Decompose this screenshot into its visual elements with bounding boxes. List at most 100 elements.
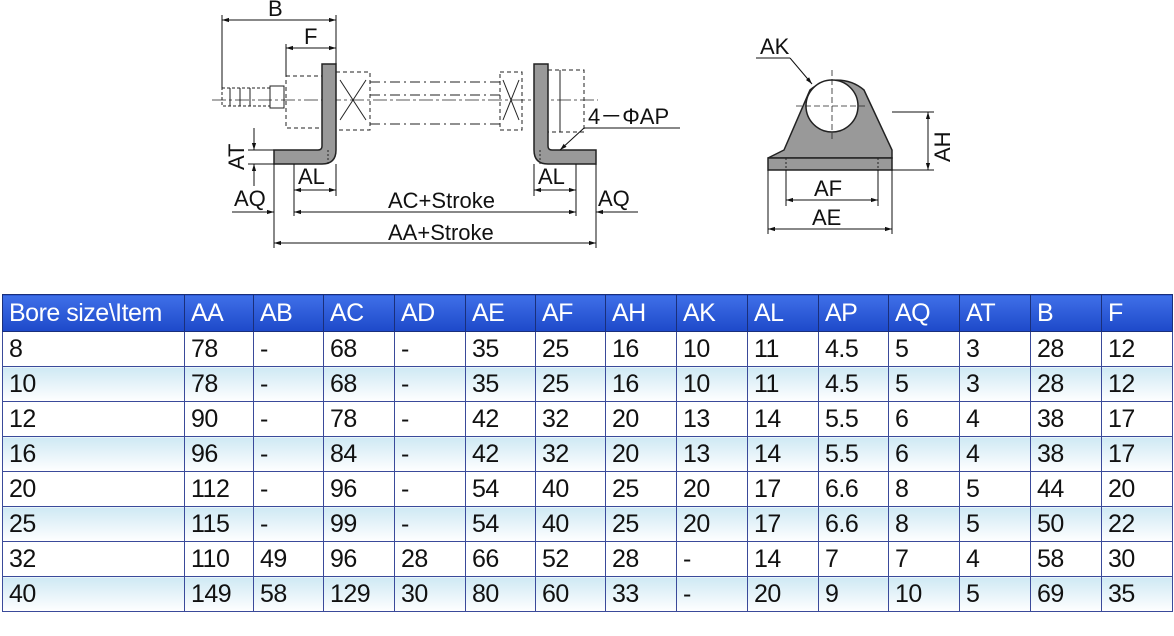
table-cell: 60 [535, 576, 606, 612]
table-cell: 3 [959, 366, 1031, 402]
table-cell: 7 [888, 541, 960, 577]
table-cell: 96 [323, 541, 395, 577]
table-cell: 84 [323, 436, 395, 472]
header-cell: AQ [888, 294, 960, 332]
header-cell: AH [605, 294, 677, 332]
label-AQ-left: AQ [234, 186, 266, 211]
table-cell: 5 [959, 471, 1031, 507]
table-cell: 35 [465, 366, 536, 402]
table-cell: 38 [1030, 436, 1102, 472]
table-header-row: Bore size\Item AA AB AC AD AE AF AH AK A… [2, 294, 1173, 332]
table-cell: 6 [888, 401, 960, 437]
table-cell: 30 [394, 576, 466, 612]
label-B: B [268, 0, 283, 21]
table-cell: 7 [818, 541, 889, 577]
table-cell: 90 [184, 401, 254, 437]
table-cell: 32 [535, 401, 606, 437]
table-cell: 20 [676, 506, 748, 542]
table-cell: 28 [1030, 331, 1102, 367]
table-cell: 20 [676, 471, 748, 507]
table-cell: - [394, 436, 466, 472]
table-cell: - [253, 506, 324, 542]
table-cell: 11 [747, 331, 819, 367]
table-cell: 22 [1101, 506, 1173, 542]
table-cell: 20 [605, 401, 677, 437]
table-cell: 5.5 [818, 436, 889, 472]
table-cell: - [394, 331, 466, 367]
table-cell: - [676, 541, 748, 577]
table-cell: 5.5 [818, 401, 889, 437]
table-cell: 9 [818, 576, 889, 612]
table-cell: 8 [888, 506, 960, 542]
end-view [767, 70, 893, 171]
table-cell: 96 [323, 471, 395, 507]
table-cell: 25 [535, 331, 606, 367]
table-cell: 5 [959, 576, 1031, 612]
table-cell: 32 [535, 436, 606, 472]
header-cell: AE [465, 294, 536, 332]
label-F: F [304, 24, 317, 49]
table-cell: 5 [959, 506, 1031, 542]
table-cell: 28 [1030, 366, 1102, 402]
table-cell: 10 [676, 331, 748, 367]
table-cell: - [394, 506, 466, 542]
table-cell: 115 [184, 506, 254, 542]
table-cell: 129 [323, 576, 395, 612]
table-cell: 50 [1030, 506, 1102, 542]
dimension-table: Bore size\Item AA AB AC AD AE AF AH AK A… [2, 294, 1173, 612]
end-view-dimensions [756, 57, 934, 234]
table-cell: - [253, 436, 324, 472]
table-cell: 35 [1101, 576, 1173, 612]
table-cell: 38 [1030, 401, 1102, 437]
table-cell: 8 [2, 331, 185, 367]
label-AC-stroke: AC+Stroke [388, 188, 495, 213]
table-cell: 66 [465, 541, 536, 577]
table-cell: 20 [1101, 471, 1173, 507]
table-cell: 40 [2, 576, 185, 612]
table-cell: 12 [1101, 331, 1173, 367]
label-AE: AE [812, 205, 841, 230]
header-cell: AA [184, 294, 254, 332]
table-cell: - [676, 576, 748, 612]
header-cell: AB [253, 294, 324, 332]
table-cell: 149 [184, 576, 254, 612]
table-cell: 14 [747, 436, 819, 472]
table-cell: 68 [323, 366, 395, 402]
table-cell: 17 [747, 506, 819, 542]
table-cell: 78 [184, 366, 254, 402]
table-cell: 12 [2, 401, 185, 437]
table-cell: 35 [465, 331, 536, 367]
table-cell: 13 [676, 436, 748, 472]
label-AK: AK [760, 34, 790, 59]
table-cell: 4 [959, 541, 1031, 577]
table-cell: 25 [2, 506, 185, 542]
header-cell: AF [535, 294, 606, 332]
table-cell: 40 [535, 506, 606, 542]
table-cell: 11 [747, 366, 819, 402]
header-cell: AD [394, 294, 466, 332]
table-cell: 6.6 [818, 506, 889, 542]
table-cell: 14 [747, 541, 819, 577]
table-cell: 32 [2, 541, 185, 577]
table-cell: 10 [2, 366, 185, 402]
table-cell: 12 [1101, 366, 1173, 402]
table-cell: 28 [394, 541, 466, 577]
table-cell: 5 [888, 366, 960, 402]
table-cell: 112 [184, 471, 254, 507]
table-cell: 49 [253, 541, 324, 577]
label-AT: AT [224, 144, 249, 170]
header-cell: AC [323, 294, 395, 332]
table-cell: 10 [676, 366, 748, 402]
table-cell: - [394, 471, 466, 507]
left-foot-bracket [273, 63, 337, 165]
table-cell: - [253, 366, 324, 402]
table-cell: 96 [184, 436, 254, 472]
label-AL-right: AL [538, 164, 565, 189]
technical-drawing: B F AT AL AL AQ AQ AC+Stroke AA+Stroke 4… [212, 0, 955, 248]
table-cell: 6.6 [818, 471, 889, 507]
label-AL-left: AL [298, 164, 325, 189]
